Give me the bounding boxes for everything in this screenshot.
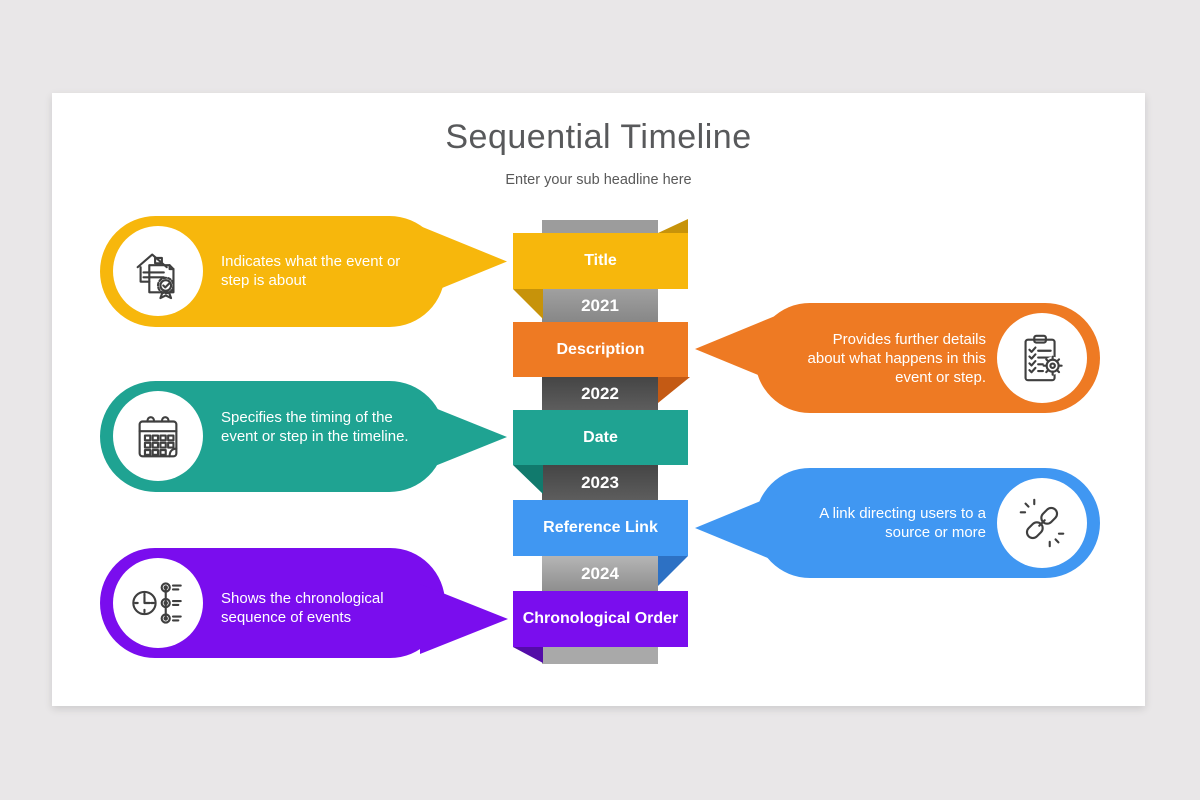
banner-description: Description (513, 322, 688, 377)
banner-label: Description (556, 340, 645, 358)
callout-icon-circle (113, 391, 203, 481)
year-label: 2021 (581, 295, 619, 315)
callout-icon-circle (997, 313, 1087, 403)
clipboard-gear-icon (1024, 334, 1063, 382)
ribbon-bottom-segment (542, 647, 658, 664)
banner-reference-link: Reference Link (513, 500, 688, 556)
callout-text: Indicates what the event or step is abou… (221, 253, 401, 289)
year-segment-2024: 2024 (542, 556, 658, 591)
year-label: 2022 (581, 383, 619, 403)
banner-label: Chronological Order (522, 610, 679, 627)
page-subtitle: Enter your sub headline here (505, 172, 692, 188)
year-segment-2023: 2023 (542, 465, 658, 500)
callout-icon-circle (113, 558, 203, 648)
house-certificate-icon (136, 253, 175, 300)
banner-label: Reference Link (543, 519, 658, 536)
ribbon-top-segment (542, 220, 658, 233)
callout-icon-circle (113, 226, 203, 316)
callout-text: Shows the chronological sequence of even… (221, 590, 384, 626)
year-segment-2022: 2022 (542, 377, 658, 410)
banner-chronological-order: Chronological Order (513, 591, 688, 647)
callout-text: Specifies the timing of the event or ste… (221, 409, 409, 445)
chain-link-icon (1019, 498, 1065, 548)
callout-icon-circle (997, 478, 1087, 568)
year-segment-2021: 2021 (542, 289, 658, 322)
year-label: 2024 (581, 563, 619, 583)
clock-timeline-icon (132, 582, 182, 624)
calendar-icon (138, 416, 178, 458)
year-label: 2023 (581, 472, 619, 492)
banner-label: Date (583, 428, 618, 446)
banner-date: Date (513, 410, 688, 465)
banner-label: Title (584, 252, 617, 269)
callout-text: Provides further details about what happ… (807, 331, 986, 386)
page-title: Sequential Timeline (445, 118, 752, 156)
callout-text: A link directing users to a source or mo… (819, 505, 986, 541)
banner-title: Title (513, 233, 688, 289)
